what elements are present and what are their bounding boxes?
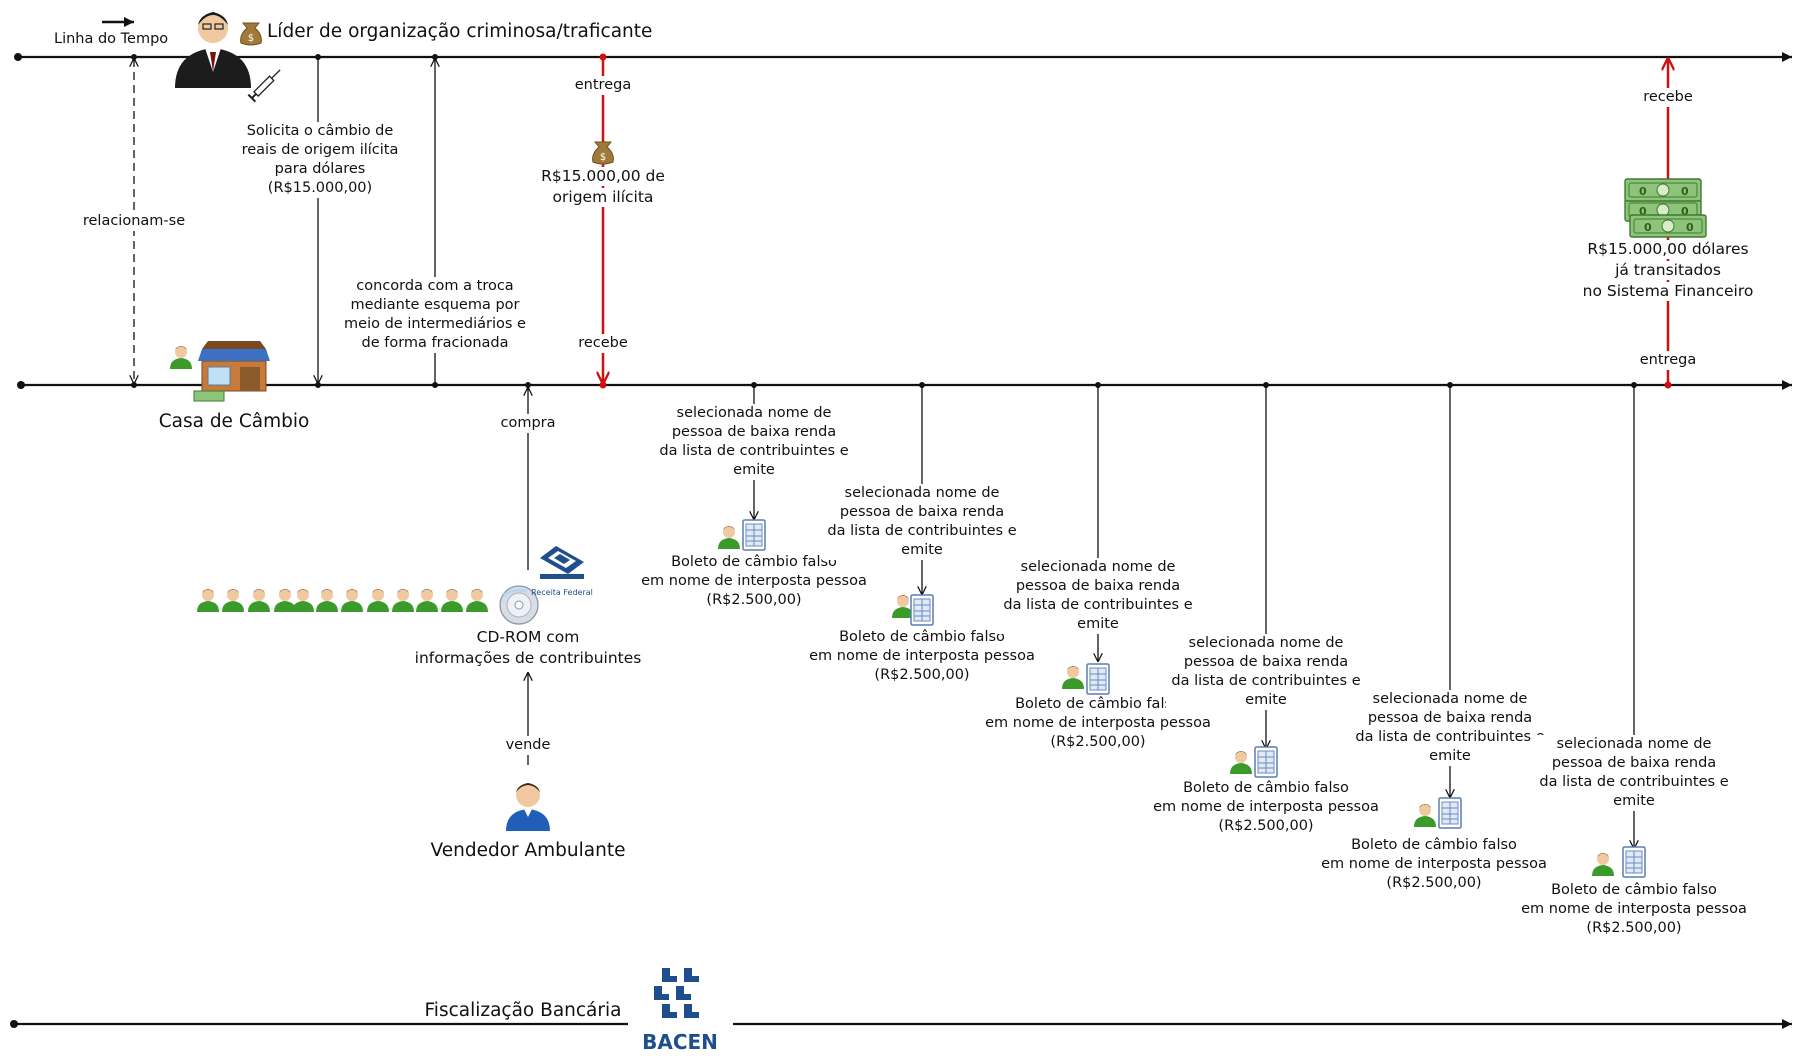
- businessman-icon: [175, 12, 251, 88]
- cd-rom-icon: [499, 585, 539, 625]
- syringe-icon: [247, 69, 281, 103]
- receive-label: recebe: [553, 334, 653, 353]
- final-receive-label: recebe: [1618, 88, 1718, 107]
- bank-lane-label: Fiscalização Bancária: [424, 1000, 622, 1021]
- shop-icon: [193, 341, 270, 402]
- sell-label: vende: [478, 736, 578, 755]
- contributors-crowd: [197, 589, 488, 612]
- dollar-bills-icon: [1624, 178, 1707, 238]
- final-deliver-label: entrega: [1618, 351, 1718, 370]
- receita-federal-logo: [540, 546, 584, 579]
- deliver-label: entrega: [553, 76, 653, 95]
- timeline-label: Linha do Tempo: [54, 31, 169, 47]
- leader-lane-label: Líder de organização criminosa/traficant…: [267, 21, 653, 42]
- relate-label: relacionam-se: [74, 212, 194, 231]
- receita-logo-text: Receita Federal: [531, 588, 593, 597]
- buy-label: compra: [478, 414, 578, 433]
- bacen-logo: [654, 968, 699, 1018]
- bacen-logo-text: BACEN: [642, 1030, 718, 1054]
- vendor-lane-label: Vendedor Ambulante: [430, 840, 626, 861]
- exchange-lane-label: Casa de Câmbio: [158, 411, 310, 432]
